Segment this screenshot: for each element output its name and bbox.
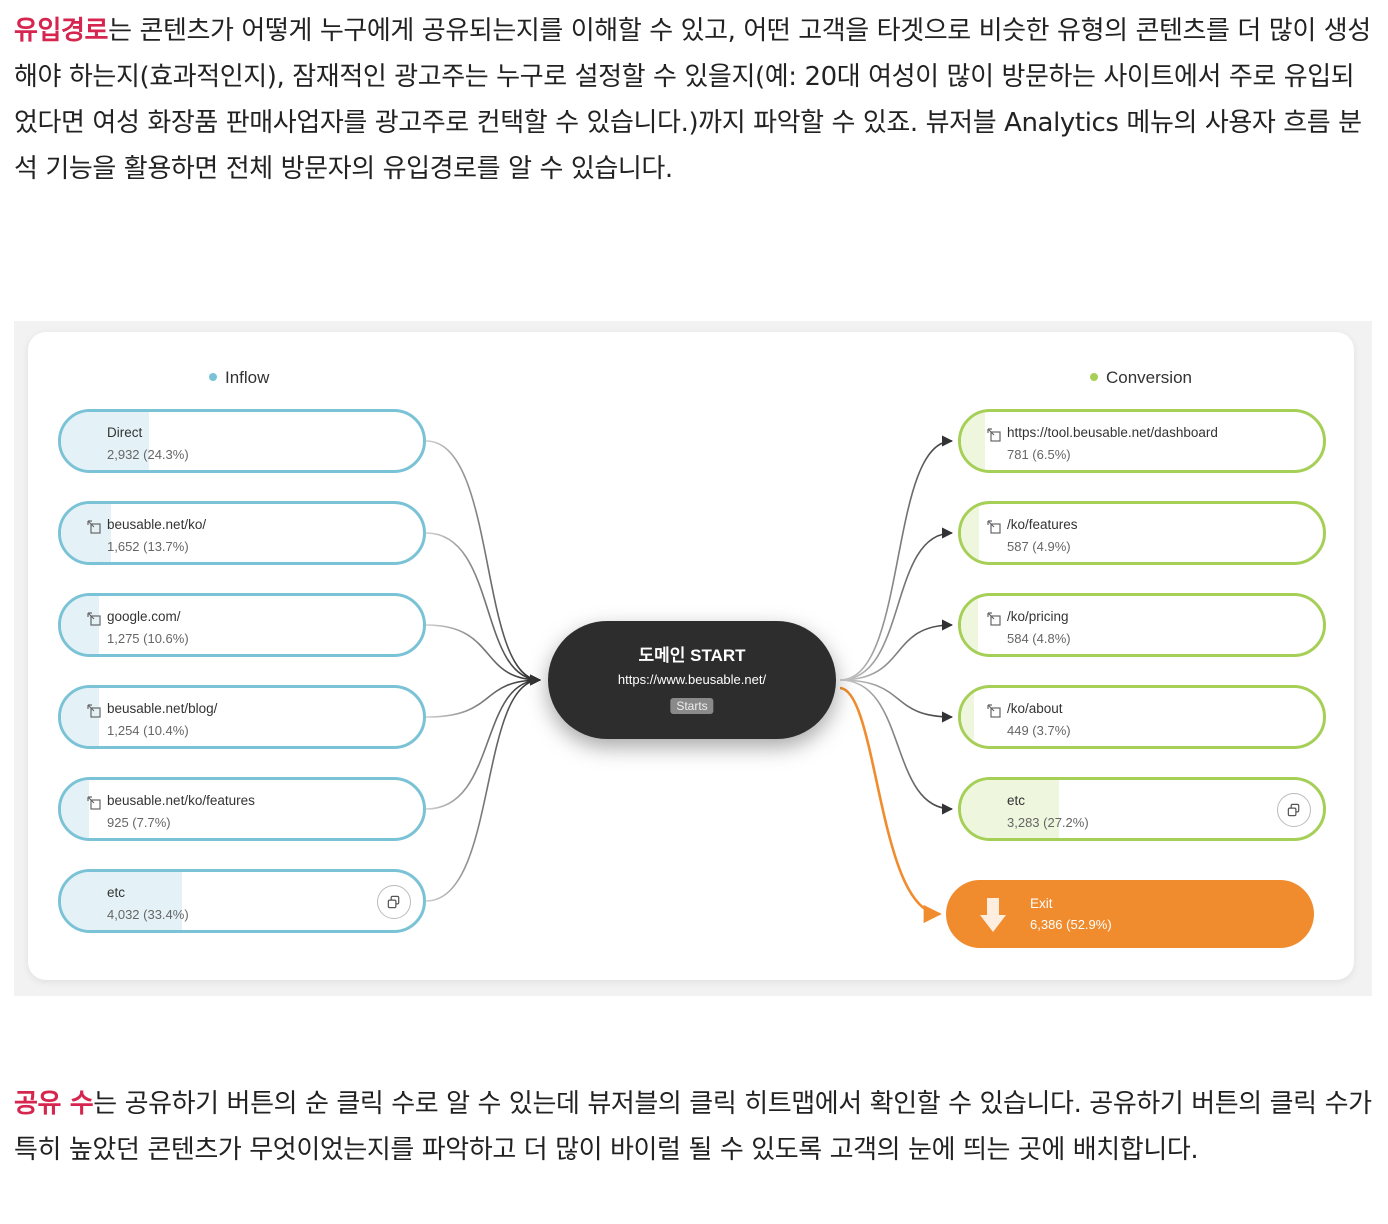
paragraph-text: 는 공유하기 버튼의 순 클릭 수로 알 수 있는데 뷰저블의 클릭 히트맵에서… [14, 1089, 1372, 1165]
share-bar [61, 780, 89, 838]
share-bar [61, 412, 149, 470]
conversion-node[interactable]: /ko/pricing 584 (4.8%) [958, 593, 1326, 657]
highlight-term: 유입경로 [14, 16, 109, 46]
share-bar [961, 780, 1060, 838]
node-label: /ko/features [1007, 517, 1078, 532]
inflow-link [425, 532, 542, 686]
exit-link [839, 686, 942, 924]
inflow-link [425, 624, 542, 686]
node-label: Direct [107, 425, 143, 440]
share-bar [961, 504, 979, 562]
intro-paragraph: 유입경로는 콘텐츠가 어떻게 누구에게 공유되는지를 이해할 수 있고, 어떤 … [14, 8, 1374, 192]
share-bar [61, 872, 182, 930]
node-value: 449 (3.7%) [1007, 723, 1071, 738]
inflow-link [425, 674, 542, 810]
exit-label: Exit [1030, 896, 1053, 911]
conversion-node[interactable]: /ko/features 587 (4.9%) [958, 501, 1326, 565]
starts-badge: Starts [670, 698, 714, 714]
external-link-icon[interactable] [87, 520, 101, 534]
node-value: 781 (6.5%) [1007, 447, 1071, 462]
start-node[interactable]: 도메인 START https://www.beusable.net/ Star… [548, 621, 836, 739]
conversion-link [839, 435, 954, 681]
node-value: 3,283 (27.2%) [1007, 815, 1089, 830]
node-value: 584 (4.8%) [1007, 631, 1071, 646]
user-flow-card: Inflow Conversion Direct 2,932 (24.3%) beu… [28, 332, 1354, 980]
conversion-dot-icon [1090, 372, 1098, 381]
node-label: beusable.net/ko/features [107, 793, 255, 808]
inflow-link [425, 440, 542, 686]
external-link-icon[interactable] [987, 428, 1001, 442]
node-label: https://tool.beusable.net/dashboard [1007, 425, 1218, 440]
external-link-icon[interactable] [87, 704, 101, 718]
flow-links [425, 435, 954, 924]
start-node-url: https://www.beusable.net/ [617, 672, 767, 687]
share-count-paragraph: 공유 수는 공유하기 버튼의 순 클릭 수로 알 수 있는데 뷰저블의 클릭 히… [14, 1081, 1374, 1173]
node-label: etc [107, 885, 126, 900]
node-value: 4,032 (33.4%) [107, 907, 189, 922]
node-value: 1,275 (10.6%) [107, 631, 189, 646]
inflow-node[interactable]: Direct 2,932 (24.3%) [58, 409, 426, 473]
share-bar [961, 688, 975, 746]
node-label: beusable.net/ko/ [107, 517, 207, 532]
external-link-icon[interactable] [87, 796, 101, 810]
inflow-node[interactable]: etc 4,032 (33.4%) [58, 869, 426, 933]
exit-arrow-icon [980, 898, 1006, 932]
node-value: 587 (4.9%) [1007, 539, 1071, 554]
node-value: 925 (7.7%) [107, 815, 171, 830]
conversion-link [839, 679, 954, 815]
inflow-node[interactable]: beusable.net/ko/1,652 (13.7%) [58, 501, 426, 565]
node-label: /ko/pricing [1007, 609, 1069, 624]
external-link-icon[interactable] [987, 612, 1001, 626]
paragraph-text: 는 콘텐츠가 어떻게 누구에게 공유되는지를 이해할 수 있고, 어떤 고객을 … [14, 16, 1371, 184]
share-bar [61, 504, 111, 562]
start-node-title: 도메인 START [638, 646, 746, 665]
external-link-icon[interactable] [987, 704, 1001, 718]
external-link-icon[interactable] [87, 612, 101, 626]
user-flow-figure: Inflow Conversion Direct 2,932 (24.3%) beu… [14, 321, 1372, 996]
conversion-link [839, 679, 954, 723]
conversion-link [839, 619, 954, 681]
node-label: beusable.net/blog/ [107, 701, 218, 716]
inflow-node[interactable]: beusable.net/ko/features 925 (7.7%) [58, 777, 426, 841]
node-value: 1,652 (13.7%) [107, 539, 189, 554]
node-label: /ko/about [1007, 701, 1063, 716]
node-value: 1,254 (10.4%) [107, 723, 189, 738]
exit-value: 6,386 (52.9%) [1030, 917, 1112, 932]
expand-icon[interactable] [1277, 793, 1311, 827]
inflow-title: Inflow [209, 368, 269, 388]
node-label: google.com/ [107, 609, 181, 624]
highlight-term: 공유 수 [14, 1089, 94, 1119]
share-bar [961, 596, 979, 654]
node-label: etc [1007, 793, 1026, 808]
conversion-node[interactable]: /ko/about 449 (3.7%) [958, 685, 1326, 749]
conversion-link [839, 527, 954, 681]
conversion-node[interactable]: https://tool.beusable.net/dashboard 781 (… [958, 409, 1326, 473]
inflow-link [425, 674, 542, 902]
inflow-node[interactable]: beusable.net/blog/1,254 (10.4%) [58, 685, 426, 749]
expand-icon[interactable] [377, 885, 411, 919]
inflow-link [425, 674, 542, 718]
share-bar [961, 412, 985, 470]
external-link-icon[interactable] [987, 520, 1001, 534]
node-value: 2,932 (24.3%) [107, 447, 189, 462]
inflow-dot-icon [209, 372, 217, 381]
exit-node[interactable]: Exit 6,386 (52.9%) [946, 880, 1314, 948]
conversion-node[interactable]: etc 3,283 (27.2%) [958, 777, 1326, 841]
conversion-title: Conversion [1090, 368, 1192, 388]
inflow-node[interactable]: google.com/1,275 (10.6%) [58, 593, 426, 657]
